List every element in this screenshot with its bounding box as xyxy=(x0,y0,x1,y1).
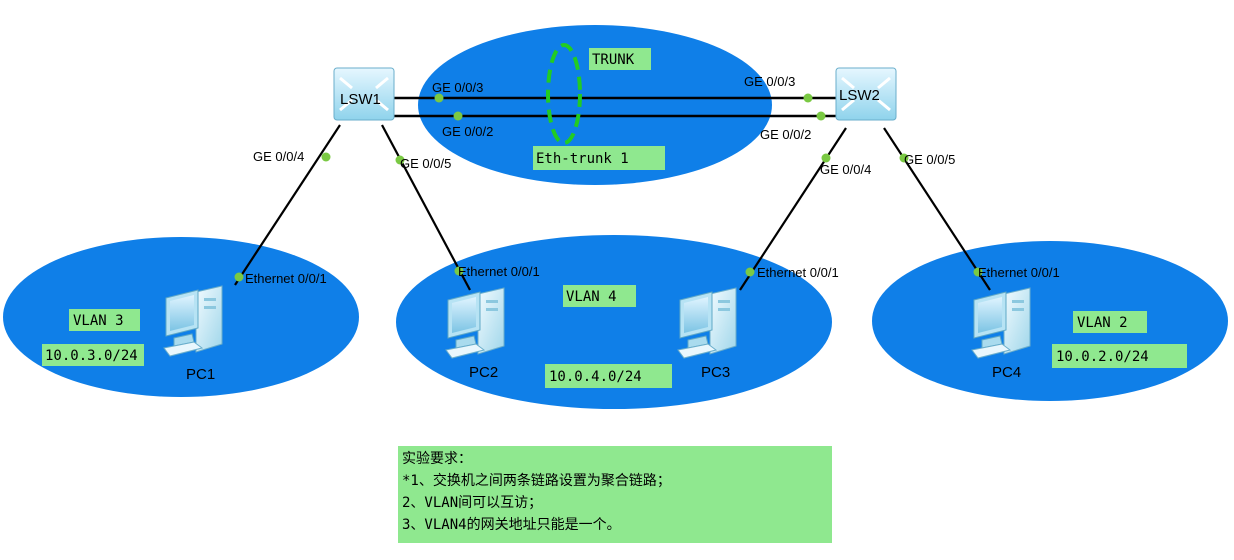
pc4-label: PC4 xyxy=(992,364,1021,381)
port-dot xyxy=(434,93,444,103)
eth-trunk-label: Eth-trunk 1 xyxy=(536,151,629,167)
vlan2-label: VLAN 2 xyxy=(1077,315,1128,331)
net3-label-bg xyxy=(42,344,144,366)
eth-trunk-ring xyxy=(546,43,582,145)
vlan4-label-bg xyxy=(563,285,636,307)
lsw1-port-ge003: GE 0/0/3 xyxy=(432,80,483,95)
link-lsw1-pc1 xyxy=(234,124,341,286)
lsw1-label: LSW1 xyxy=(340,91,381,108)
lsw2-port-ge005: GE 0/0/5 xyxy=(904,152,955,167)
lsw2-port-ge004: GE 0/0/4 xyxy=(820,162,871,177)
port-dot xyxy=(821,153,831,163)
requirement-3: 3、VLAN4的网关地址只能是一个。 xyxy=(402,517,621,533)
net2-label-bg xyxy=(1052,344,1187,368)
pc2-port-eth: Ethernet 0/0/1 xyxy=(458,264,540,279)
link-lsw1-pc2 xyxy=(381,124,471,291)
lsw2-port-ge002: GE 0/0/2 xyxy=(760,127,811,142)
lsw1-port-ge002: GE 0/0/2 xyxy=(442,124,493,139)
port-dot xyxy=(973,267,983,277)
requirement-1: *1、交换机之间两条链路设置为聚合链路； xyxy=(402,473,671,489)
pc2-label: PC2 xyxy=(469,364,498,381)
port-dot xyxy=(234,272,244,282)
vlan3-label-bg xyxy=(69,309,140,331)
pc3-label: PC3 xyxy=(701,364,730,381)
core-zone xyxy=(418,25,772,185)
pc3-port-eth: Ethernet 0/0/1 xyxy=(757,265,839,280)
port-dot xyxy=(803,93,813,103)
net2-label: 10.0.2.0/24 xyxy=(1056,349,1149,365)
vlan4-zone xyxy=(396,235,832,409)
lsw1-port-ge005: GE 0/0/5 xyxy=(400,156,451,171)
eth-trunk-label-bg xyxy=(533,146,665,170)
port-dot xyxy=(453,111,463,121)
port-dot xyxy=(745,267,755,277)
pc4-port-eth: Ethernet 0/0/1 xyxy=(978,265,1060,280)
port-dot xyxy=(395,155,405,165)
net3-label: 10.0.3.0/24 xyxy=(45,348,138,364)
lsw2-port-ge003: GE 0/0/3 xyxy=(744,74,795,89)
trunk-label-bg xyxy=(589,48,651,70)
requirement-2: 2、VLAN间可以互访； xyxy=(402,495,543,511)
lsw2-label: LSW2 xyxy=(839,87,880,104)
vlan3-label: VLAN 3 xyxy=(73,313,124,329)
port-dot xyxy=(899,153,909,163)
pc1-port-eth: Ethernet 0/0/1 xyxy=(245,271,327,286)
trunk-label: TRUNK xyxy=(592,52,635,68)
port-dot xyxy=(816,111,826,121)
port-dot xyxy=(454,266,464,276)
lsw1-port-ge004: GE 0/0/4 xyxy=(253,149,304,164)
pc1-label: PC1 xyxy=(186,366,215,383)
requirements-title: 实验要求： xyxy=(402,451,472,467)
port-dot xyxy=(321,152,331,162)
vlan2-label-bg xyxy=(1073,311,1147,333)
net4-label-bg xyxy=(545,364,672,388)
vlan4-label: VLAN 4 xyxy=(566,289,617,305)
net4-label: 10.0.4.0/24 xyxy=(549,369,642,385)
requirements-note: 实验要求： *1、交换机之间两条链路设置为聚合链路； 2、VLAN间可以互访； … xyxy=(398,446,832,543)
